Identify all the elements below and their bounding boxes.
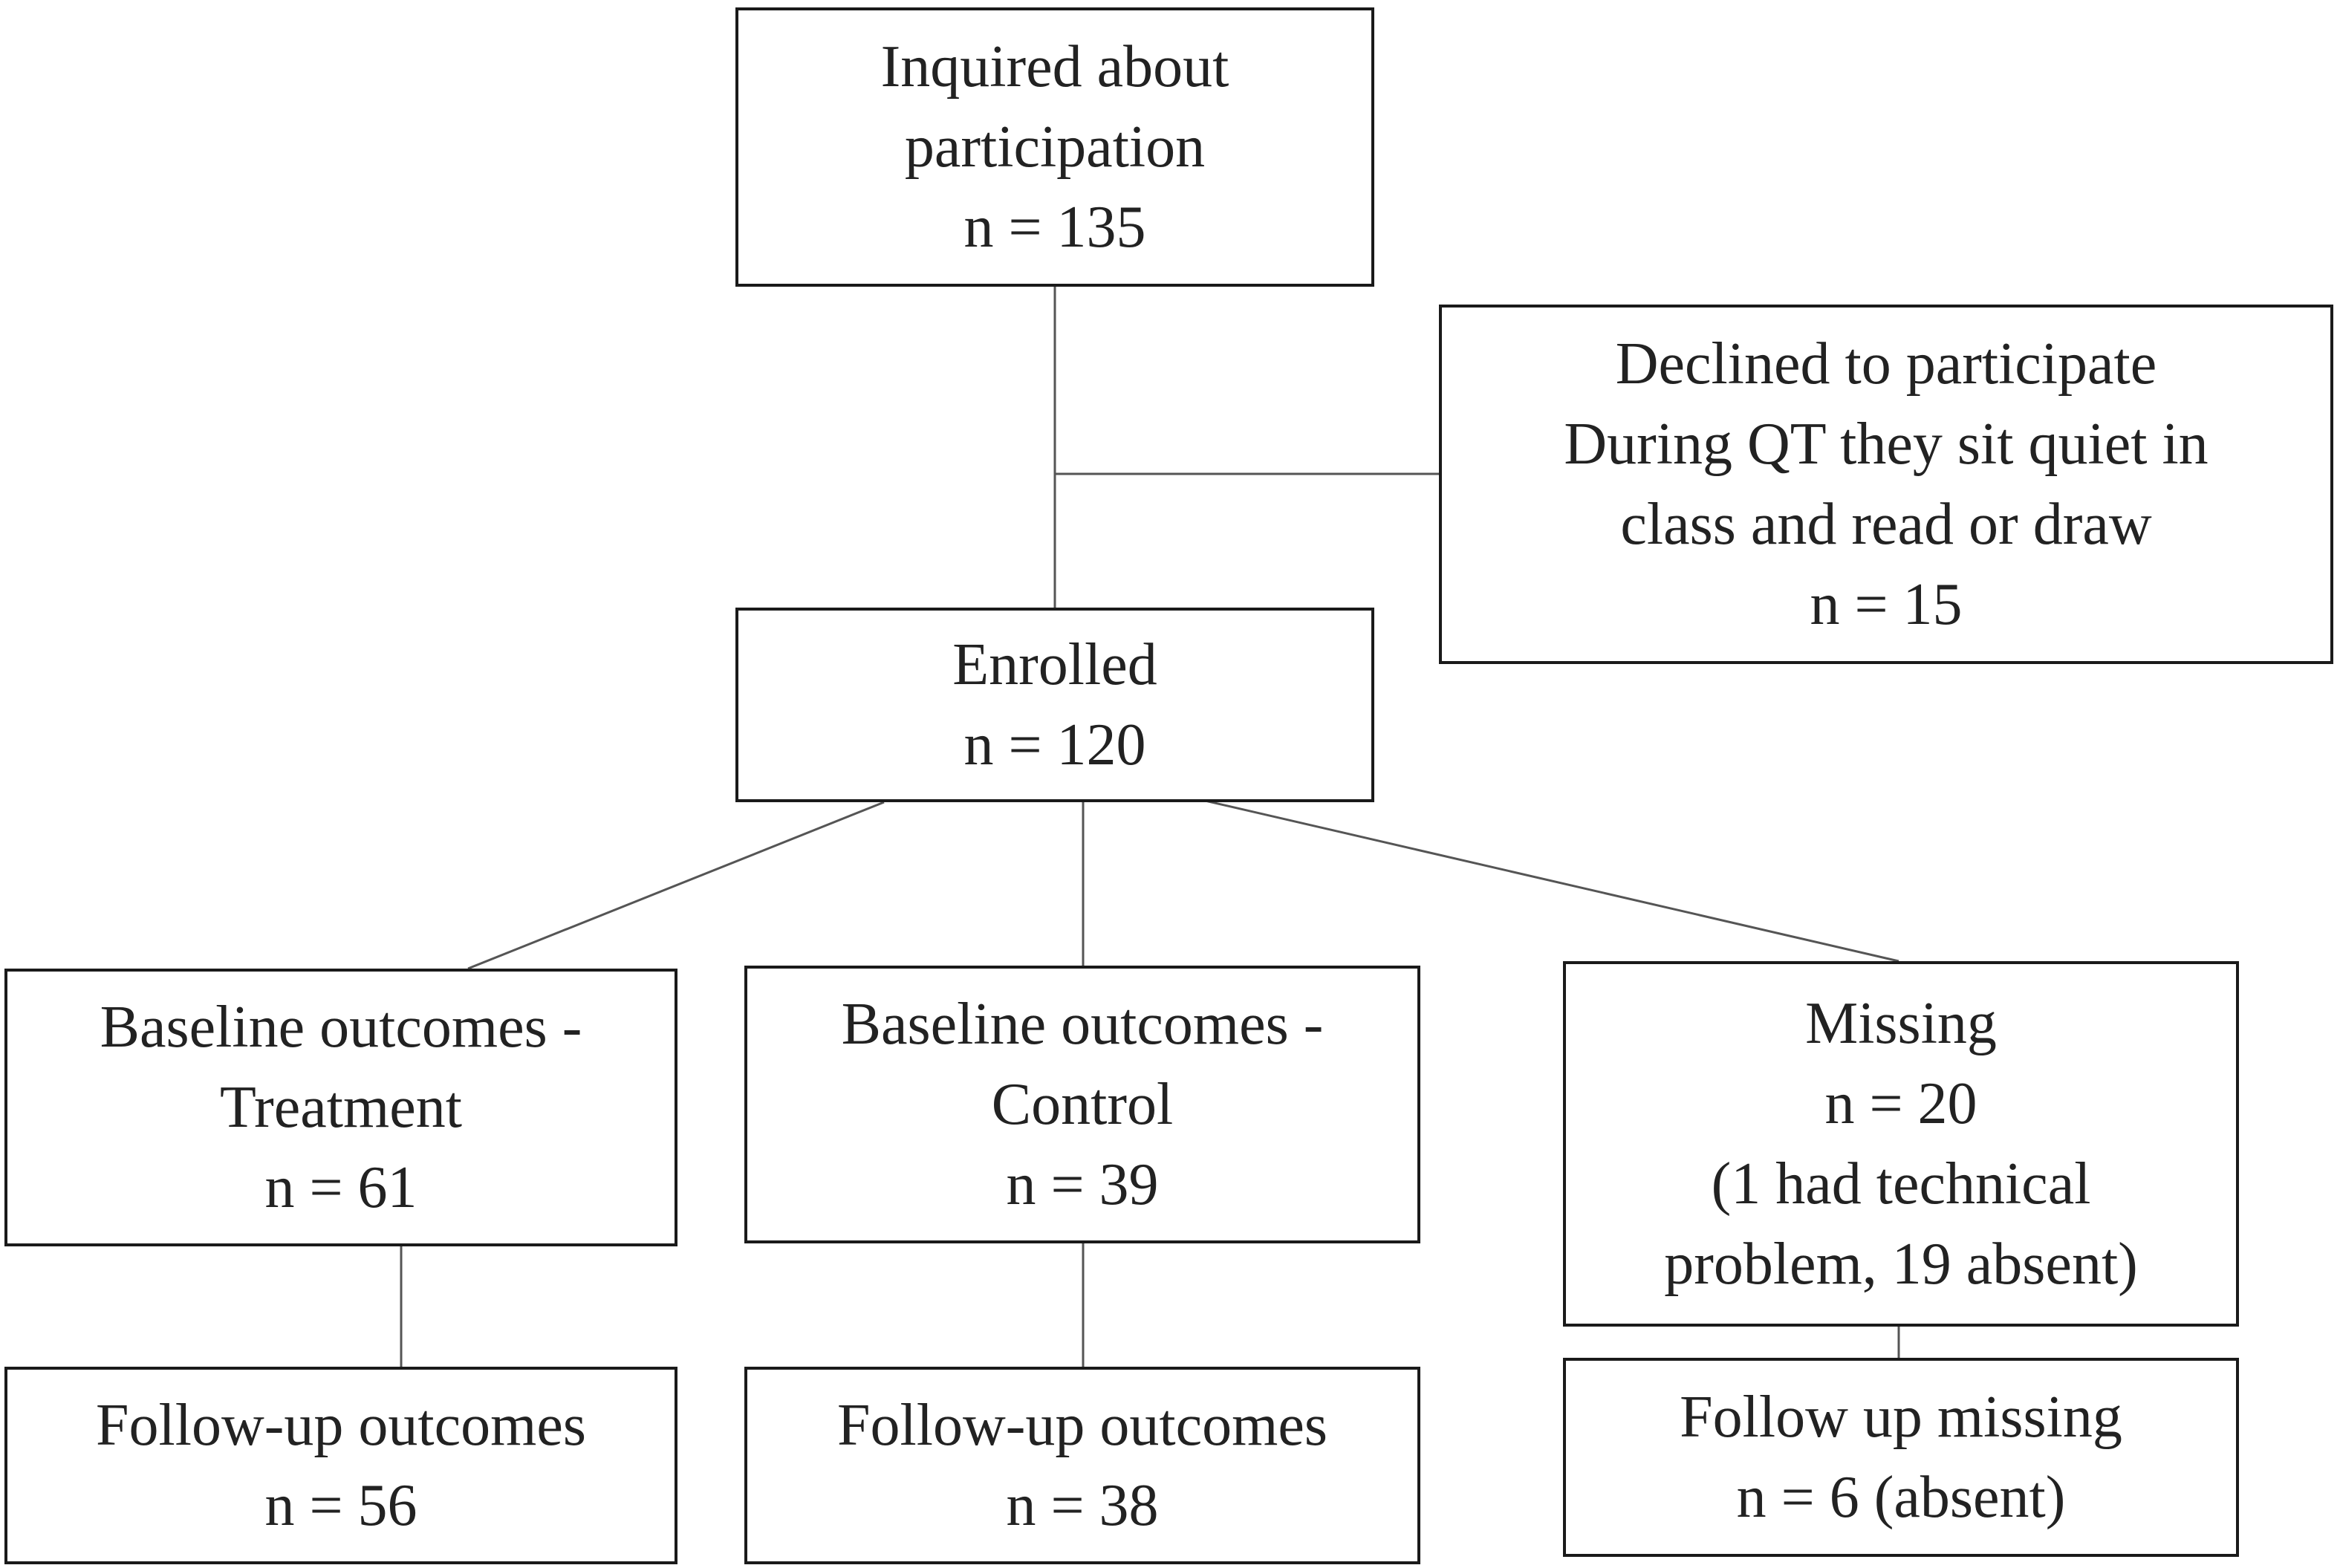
missing-count: n = 20 — [1824, 1071, 1977, 1136]
missing-note-line1: (1 had technical — [1711, 1151, 2091, 1217]
followup-missing-label: Follow up missing — [1680, 1385, 2122, 1450]
declined-count: n = 15 — [1810, 572, 1963, 637]
declined-box: Declined to participate During QT they s… — [1439, 305, 2333, 664]
enrolled-label: Enrolled — [952, 632, 1157, 697]
missing-note-line2: problem, 19 absent) — [1664, 1232, 2138, 1297]
connector-enrolled-to-missing — [1192, 796, 1899, 963]
followup-treatment-box: Follow-up outcomes n = 56 — [4, 1367, 677, 1564]
followup-missing-count: n = 6 (absent) — [1736, 1465, 2066, 1530]
inquired-label-line2: participation — [904, 114, 1206, 180]
followup-control-box: Follow-up outcomes n = 38 — [744, 1367, 1420, 1564]
missing-label: Missing — [1805, 991, 1997, 1056]
connector-enrolled-to-treatment — [467, 801, 885, 970]
baseline-treatment-count: n = 61 — [264, 1155, 417, 1220]
inquired-label-line1: Inquired about — [880, 34, 1229, 100]
baseline-treatment-box: Baseline outcomes - Treatment n = 61 — [4, 969, 677, 1246]
baseline-control-count: n = 39 — [1006, 1152, 1159, 1217]
baseline-treatment-label-line1: Baseline outcomes - — [100, 995, 582, 1060]
inquired-box: Inquired about participation n = 135 — [735, 7, 1374, 287]
inquired-count: n = 135 — [963, 195, 1146, 260]
missing-box: Missing n = 20 (1 had technical problem,… — [1563, 961, 2239, 1327]
declined-label-line3: class and read or draw — [1620, 492, 2152, 557]
enrolled-box: Enrolled n = 120 — [735, 608, 1374, 802]
followup-control-count: n = 38 — [1006, 1473, 1159, 1538]
followup-treatment-label: Follow-up outcomes — [96, 1393, 586, 1458]
baseline-control-box: Baseline outcomes - Control n = 39 — [744, 966, 1420, 1243]
followup-control-label: Follow-up outcomes — [837, 1393, 1327, 1458]
declined-label-line2: During QT they sit quiet in — [1564, 411, 2209, 477]
declined-label-line1: Declined to participate — [1615, 331, 2157, 397]
baseline-treatment-label-line2: Treatment — [220, 1075, 462, 1140]
enrolled-count: n = 120 — [963, 712, 1146, 778]
baseline-control-label-line2: Control — [991, 1072, 1174, 1137]
followup-missing-box: Follow up missing n = 6 (absent) — [1563, 1358, 2239, 1557]
followup-treatment-count: n = 56 — [264, 1473, 417, 1538]
baseline-control-label-line1: Baseline outcomes - — [841, 992, 1324, 1057]
